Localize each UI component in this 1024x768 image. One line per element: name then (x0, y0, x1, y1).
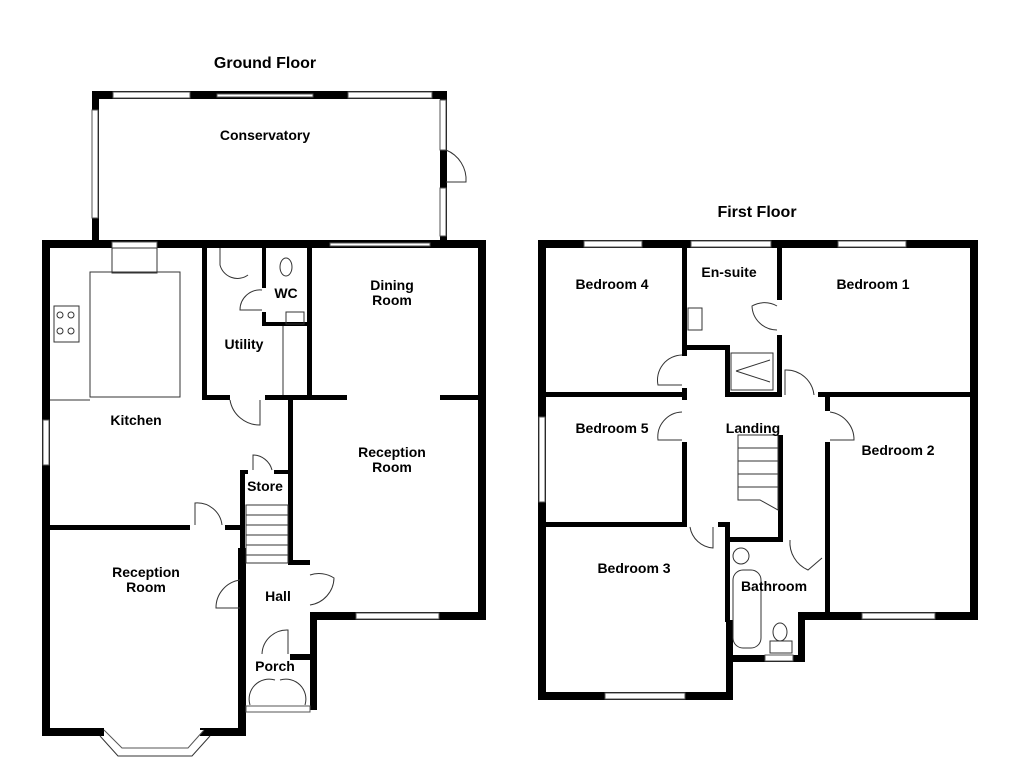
shower-icon (730, 352, 774, 391)
en-suite-basin-icon (687, 307, 703, 331)
ground-floor-plan: Ground Floor (42, 55, 486, 757)
kitchen-sink-icon (111, 247, 158, 274)
first-stairs-icon (737, 434, 779, 511)
room-label-bedroom-2: Bedroom 2 (861, 442, 934, 458)
room-label-kitchen: Kitchen (110, 412, 161, 428)
first-fittings (657, 302, 855, 654)
room-label-hall: Hall (265, 588, 291, 604)
room-label-conservatory: Conservatory (220, 127, 310, 143)
room-label-utility: Utility (225, 336, 264, 352)
ground-floor-title: Ground Floor (214, 55, 316, 72)
room-label-dining-line1: Dining (370, 277, 414, 293)
ground-fittings (50, 247, 335, 706)
first-floor-plan: First Floor (538, 204, 978, 700)
first-interior-walls (546, 248, 970, 622)
room-label-reception-right-line2: Room (372, 459, 412, 475)
ground-stairs-icon (245, 504, 289, 564)
room-label-bedroom-4: Bedroom 4 (575, 276, 648, 292)
bathroom-basin-icon (732, 547, 750, 565)
room-label-bedroom-1: Bedroom 1 (836, 276, 909, 292)
room-label-reception-right-line1: Reception (358, 444, 426, 460)
room-label-wc: WC (274, 285, 297, 301)
wc-basin-icon (285, 311, 305, 325)
room-label-en-suite: En-suite (701, 264, 756, 280)
room-label-dining-line2: Room (372, 292, 412, 308)
room-label-reception-left-line1: Reception (112, 564, 180, 580)
first-outer-walls (538, 240, 978, 700)
bath-icon (732, 569, 762, 649)
hob-icon (53, 305, 80, 343)
conservatory-windows (91, 91, 467, 237)
room-label-bedroom-3: Bedroom 3 (597, 560, 670, 576)
first-floor-title: First Floor (717, 204, 796, 221)
room-label-reception-left-line2: Room (126, 579, 166, 595)
room-label-store: Store (247, 478, 283, 494)
bathroom-toilet-icon (772, 622, 788, 642)
room-label-landing: Landing (726, 420, 780, 436)
toilet-icon (279, 257, 293, 277)
room-label-bathroom: Bathroom (741, 578, 807, 594)
room-label-bedroom-5: Bedroom 5 (575, 420, 648, 436)
room-label-porch: Porch (255, 658, 295, 674)
first-windows (538, 240, 936, 700)
conservatory-walls (92, 91, 447, 248)
